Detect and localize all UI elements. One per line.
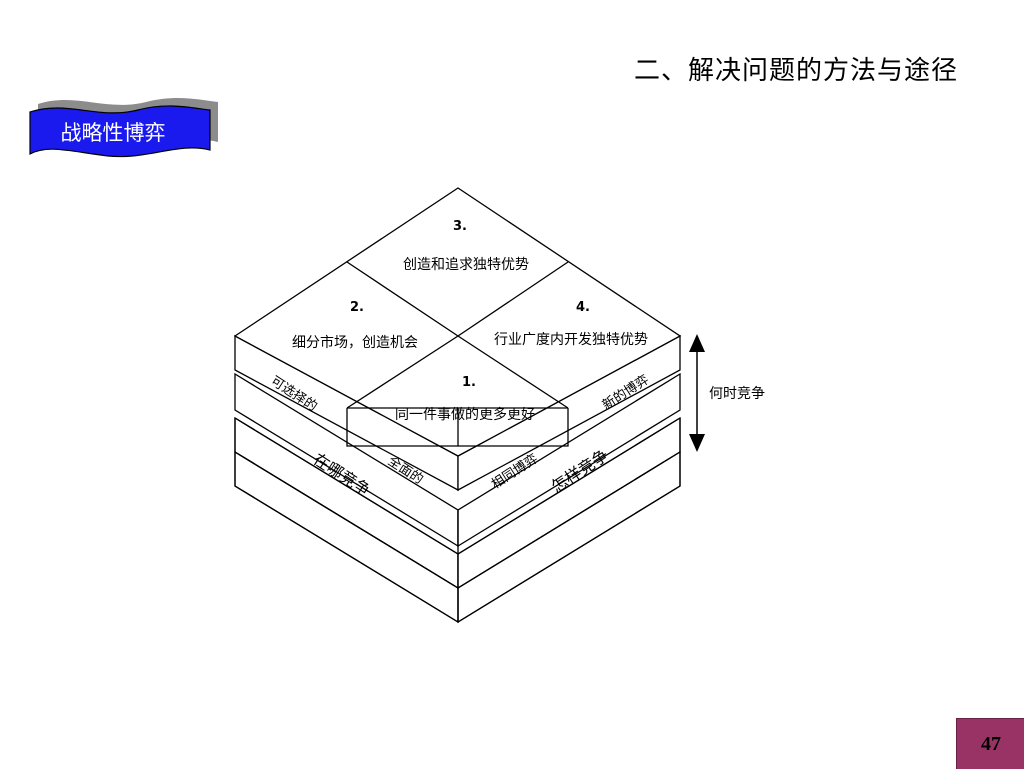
- quadrant-3-label: 创造和追求独特优势: [403, 257, 529, 273]
- page-title: 二、解决问题的方法与途径: [633, 56, 958, 86]
- page-number: 47: [956, 718, 1024, 769]
- quadrant-2-num: 2.: [350, 300, 364, 315]
- quadrant-1-num: 1.: [462, 375, 476, 390]
- quadrant-4-num: 4.: [576, 300, 590, 315]
- side-label: 何时竞争: [709, 385, 765, 402]
- banner-label: 战略性博弈: [60, 121, 166, 145]
- banner-flag: [29, 97, 218, 158]
- quadrant-1-label: 同一件事做的更多更好: [395, 406, 535, 423]
- top-surface: [233, 187, 682, 457]
- front-box: [346, 408, 459, 447]
- quadrant-4-label: 行业广度内开发独特优势: [494, 332, 648, 348]
- quadrant-2-label: 细分市场，创造机会: [292, 334, 418, 351]
- quadrant-3-num: 3.: [453, 219, 467, 234]
- when-compete-arrow: [689, 334, 705, 452]
